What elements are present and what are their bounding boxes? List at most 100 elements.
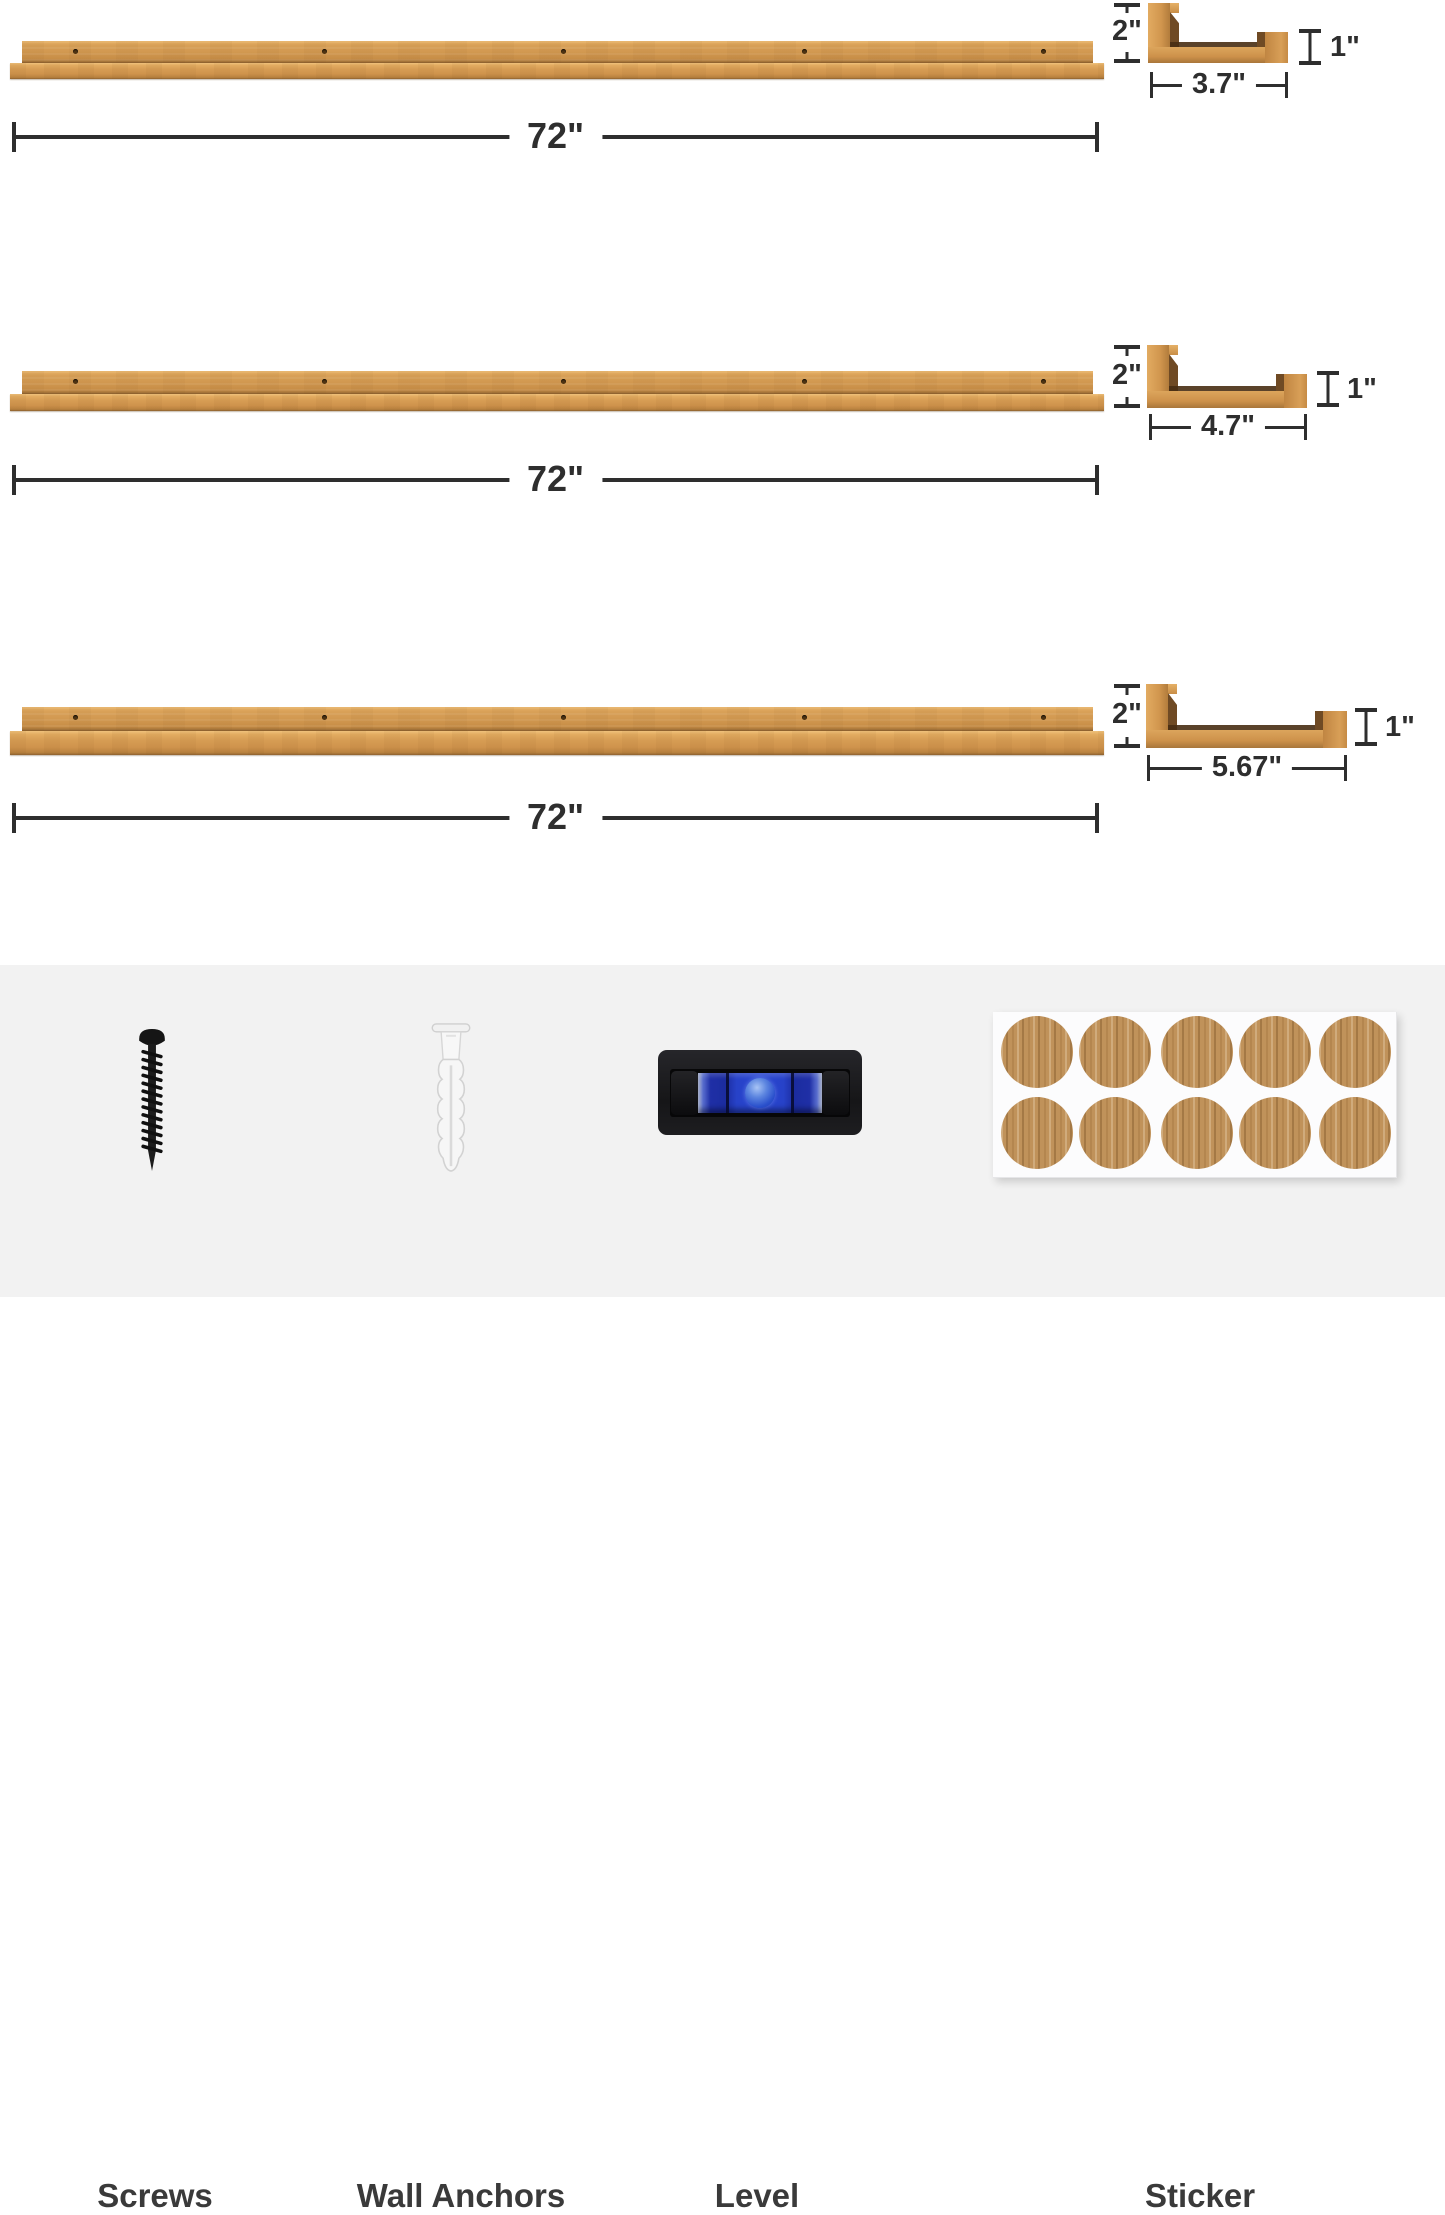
height-value: 2" [1112,356,1142,394]
shelf-front-view-front-rail [10,394,1104,411]
wood-sticker-dot [1239,1097,1311,1169]
length-dimension: 72" [12,115,1099,158]
dimension-end-tick [1095,803,1099,833]
cross-section-5-67in [1146,684,1347,748]
dimension-line [1125,737,1129,744]
level-bubble [745,1078,775,1108]
profile-inner-face [1276,374,1284,391]
wood-sticker-dot [1001,1016,1073,1088]
dimension-end-tick [1150,72,1153,98]
dimension-end-tick [1355,742,1377,746]
shelf-dimension-diagram: 72" 2" 1" 3.7" [0,3,1445,2214]
level-vial [698,1073,822,1113]
profile-bottom-board [1147,391,1307,408]
height-dimension: 2" [1112,345,1142,408]
profile-inner-shadow [1169,386,1276,391]
profile-inner-face [1168,693,1177,730]
wood-sticker-dot [1079,1097,1151,1169]
length-dimension: 72" [12,458,1099,501]
shelf-front-view-back-board [22,707,1093,731]
depth-value: 5.67" [1201,750,1293,784]
wood-sticker-dot [1161,1016,1233,1088]
dimension-end-tick [1095,122,1099,152]
height-dimension: 2" [1112,3,1142,63]
screw-hole [561,49,566,54]
dimension-line [1125,397,1129,404]
profile-front-lip [1323,711,1347,748]
screw-hole [322,49,327,54]
screw-hole [802,379,807,384]
profile-front-lip [1284,374,1307,408]
shelf-front-view-back-board [22,41,1093,63]
cross-section-3-7in [1148,3,1288,63]
screw-hole [322,715,327,720]
profile-inner-shadow [1168,725,1315,730]
length-dimension: 72" [12,796,1099,839]
profile-front-lip [1265,32,1288,63]
lip-height-dimension [1299,29,1321,65]
vial-mark [726,1073,729,1113]
profile-top-lip [1168,684,1177,694]
dimension-end-tick [12,465,16,495]
depth-dimension: 4.7" [1149,409,1307,443]
shelf-front-view-front-rail [10,731,1104,755]
wood-sticker-dot [1161,1097,1233,1169]
wood-sticker-dot [1079,1016,1151,1088]
profile-inner-shadow [1170,42,1257,47]
dimension-end-tick [1285,72,1288,98]
screw-hole [561,379,566,384]
depth-value: 3.7" [1181,67,1257,101]
dimension-line [1125,7,1129,14]
dimension-line [1364,711,1368,743]
shelf-front-view-back-board [22,371,1093,394]
profile-inner-face [1169,354,1178,391]
sticker-label: Sticker [1144,2177,1256,2214]
dimension-line [1125,349,1129,356]
dimension-end-tick [1299,61,1321,65]
lip-height-dimension [1317,371,1339,407]
dimension-end-tick [1299,29,1321,33]
length-value: 72" [508,458,603,501]
level-label: Level [714,2177,800,2214]
dimension-end-tick [1147,755,1150,781]
dimension-end-tick [1114,684,1140,688]
wood-sticker-dot [1239,1016,1311,1088]
depth-dimension: 3.7" [1150,67,1288,101]
lip-height-dimension [1355,708,1377,746]
wall-anchor-graphic [431,1023,471,1172]
lip-height-value: 1" [1330,31,1360,63]
screw-hole [1041,379,1046,384]
wood-sticker-dot [1319,1016,1391,1088]
profile-top-lip [1169,345,1178,355]
screw-hole [1041,49,1046,54]
dimension-line [1326,374,1330,404]
screw-hole [802,49,807,54]
profile-bottom-board [1146,730,1347,748]
dimension-end-tick [1114,3,1140,7]
height-value: 2" [1112,696,1142,734]
profile-top-lip [1170,3,1179,13]
cross-section-4-7in [1147,345,1307,408]
level-graphic [658,1050,862,1135]
sticker-sheet-graphic [993,1012,1397,1178]
level-end-cap [671,1071,698,1115]
screw-hole [322,379,327,384]
dimension-end-tick [1317,371,1339,375]
dimension-end-tick [1095,465,1099,495]
shelf-front-view-front-rail [10,63,1104,79]
level-end-cap [822,1071,849,1115]
wood-sticker-dot [1319,1097,1391,1169]
height-value: 2" [1112,13,1142,51]
dimension-end-tick [1114,744,1140,748]
lip-height-value: 1" [1385,711,1415,743]
dimension-end-tick [12,122,16,152]
depth-dimension: 5.67" [1147,750,1347,784]
dimension-end-tick [12,803,16,833]
dimension-end-tick [1114,59,1140,63]
profile-inner-face [1315,711,1323,730]
dimension-end-tick [1344,755,1347,781]
screws-label: Screws [97,2177,213,2214]
dimension-end-tick [1355,708,1377,712]
screws-graphic [139,1028,165,1172]
depth-value: 4.7" [1190,409,1266,443]
